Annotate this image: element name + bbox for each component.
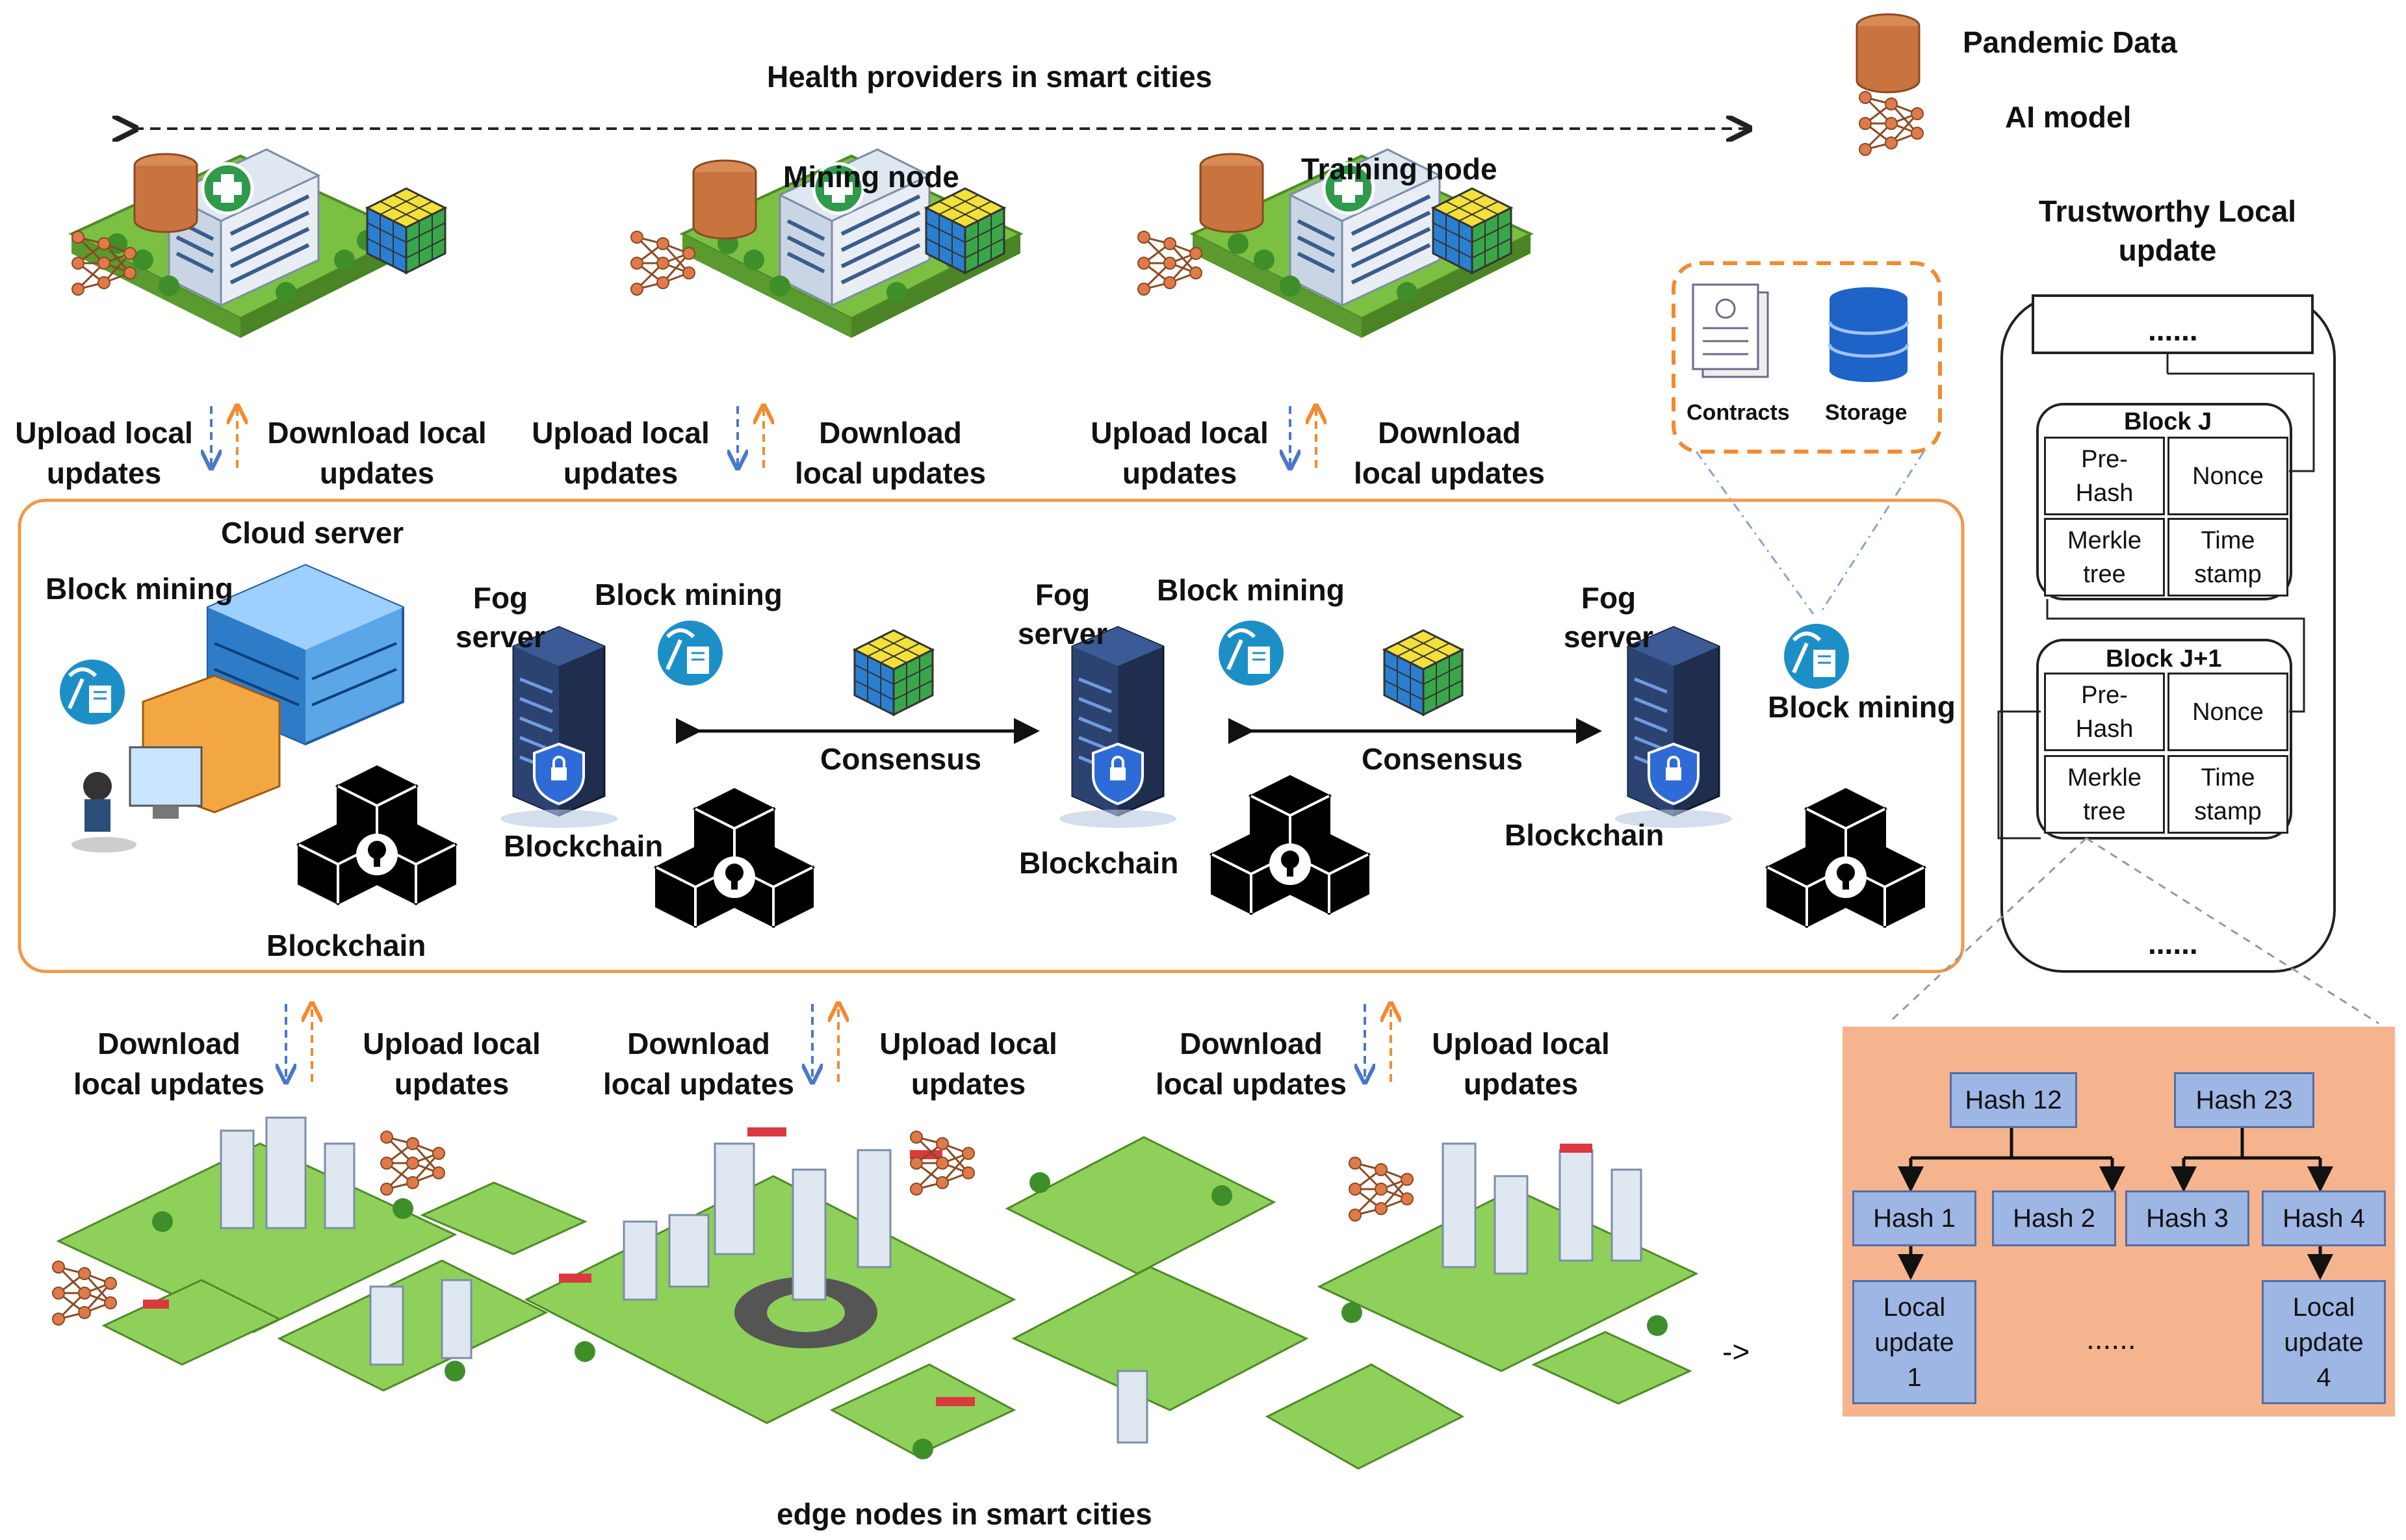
- fog-server-3: [1615, 627, 1732, 828]
- city-model-icon-4: [51, 1260, 118, 1326]
- database-icon: [1856, 13, 1921, 94]
- consensus-label-1: Consensus: [820, 742, 981, 776]
- hospital-1: [71, 149, 446, 338]
- contracts-label: Contracts: [1687, 400, 1790, 425]
- city-model-icon-1: [380, 1130, 446, 1196]
- cloud-mining-icon: [60, 660, 125, 725]
- ledger-top-dots: ......: [2148, 313, 2198, 347]
- mining-node-label: Mining node: [783, 160, 959, 194]
- hash-23-node: Hash 23: [2174, 1072, 2314, 1128]
- block-j1-frame: [2036, 639, 2292, 840]
- storage-icon: [1828, 287, 1909, 382]
- cloud-blockchain-label: Blockchain: [266, 929, 426, 962]
- training-node-label: Training node: [1301, 152, 1497, 186]
- fog-1-block-mining-label: Block mining: [595, 578, 783, 611]
- merkle-dots: ......: [2086, 1322, 2136, 1355]
- contracts-icon: [1692, 283, 1769, 378]
- merkle-pointer: ->: [1722, 1335, 1750, 1368]
- block-j-title: Block J: [2124, 408, 2212, 435]
- fog-2-mining-icon: [1219, 621, 1284, 686]
- block-j-nonce: Nonce: [2167, 437, 2288, 515]
- diagram-title: Health providers in smart cities: [767, 60, 1213, 94]
- legend-ai-model: AI model: [2005, 100, 2132, 134]
- hash-12-node: Hash 12: [1950, 1072, 2077, 1128]
- city-model-icon-2: [909, 1130, 976, 1196]
- hash-4-node: Hash 4: [2262, 1190, 2386, 1246]
- block-j-frame: [2036, 403, 2292, 600]
- cloud-block-mining-label: Block mining: [45, 572, 233, 606]
- cloud-server-label: Cloud server: [221, 516, 404, 550]
- city-model-icon-3: [1348, 1156, 1414, 1222]
- block-j1-prehash: Pre-Hash: [2044, 673, 2165, 751]
- network-frame: [18, 498, 1965, 973]
- hash-3-node: Hash 3: [2125, 1190, 2249, 1246]
- fog-1-blockchain-label: Blockchain: [504, 829, 664, 863]
- neural-network-icon: [1858, 90, 1924, 157]
- model-cube-2: [1383, 629, 1464, 716]
- consensus-label-2: Consensus: [1362, 742, 1523, 776]
- contracts-storage-frame: [1672, 261, 1942, 454]
- ledger-bottom-dots: ......: [2148, 927, 2198, 960]
- hash-1-node: Hash 1: [1852, 1190, 1976, 1246]
- hash-2-node: Hash 2: [1992, 1190, 2116, 1246]
- footer-title: edge nodes in smart cities: [777, 1497, 1152, 1531]
- legend-pandemic-data: Pandemic Data: [1963, 25, 2177, 59]
- smart-city-illustration: [56, 1116, 1699, 1470]
- block-j1-title: Block J+1: [2106, 645, 2222, 673]
- model-cube-1: [853, 629, 934, 716]
- fog-1-mining-icon: [658, 621, 723, 686]
- fog-3-block-mining-label: Block mining: [1768, 690, 1956, 724]
- cloud-server-illustration: [71, 563, 404, 853]
- fog-server-1: [500, 627, 617, 828]
- top-transfer-arrows: [211, 406, 1316, 468]
- fog-2-blockchain-label: Blockchain: [1019, 846, 1179, 880]
- fog-2-block-mining-label: Block mining: [1157, 573, 1345, 607]
- storage-label: Storage: [1825, 400, 1908, 425]
- cloud-blockchain-icon: [298, 765, 456, 905]
- fog-3-mining-icon: [1784, 624, 1849, 689]
- bottom-transfer-arrows: [286, 1004, 1391, 1082]
- fog-3-blockchain-label: Blockchain: [1505, 818, 1664, 852]
- fog-2-blockchain-icon: [1211, 775, 1369, 914]
- block-j1-nonce: Nonce: [2167, 673, 2288, 751]
- fog-1-blockchain-icon: [655, 788, 814, 927]
- block-j-prehash: Pre-Hash: [2044, 437, 2165, 515]
- fog-3-blockchain-icon: [1766, 788, 1925, 927]
- fog-server-2: [1059, 627, 1176, 828]
